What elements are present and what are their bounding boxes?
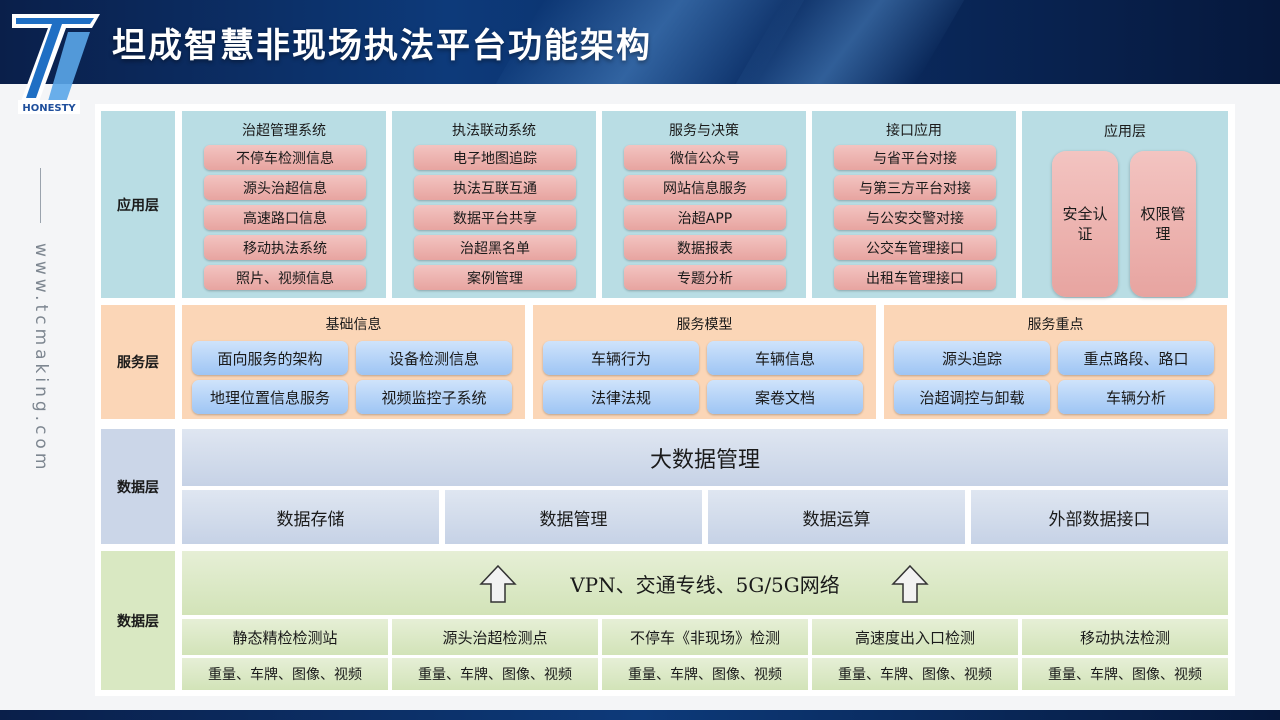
service-module-title: 基础信息 bbox=[325, 317, 382, 333]
app-module-item: 移动执法系统 bbox=[204, 235, 366, 260]
data-cell: 数据运算 bbox=[708, 490, 965, 544]
service-module-item: 设备检测信息 bbox=[356, 341, 512, 375]
network-layer-label: 数据层 bbox=[101, 551, 175, 690]
up-arrow-icon bbox=[891, 564, 929, 603]
app-module-title: 服务与决策 bbox=[669, 123, 739, 139]
header-bar: 坦成智慧非现场执法平台功能架构 bbox=[0, 0, 1280, 84]
security-module: 应用层 安全认证 权限管理 bbox=[1022, 111, 1228, 298]
app-module: 接口应用与省平台对接与第三方平台对接与公安交警对接公交车管理接口出租车管理接口 bbox=[812, 111, 1016, 298]
station-name: 不停车《非现场》检测 bbox=[602, 619, 808, 655]
website-url: www.tcmaking.com bbox=[31, 243, 51, 474]
app-module-item: 微信公众号 bbox=[624, 145, 786, 170]
app-module-item: 案例管理 bbox=[414, 265, 576, 290]
station-data-types: 重量、车牌、图像、视频 bbox=[1022, 658, 1228, 690]
app-module-item: 不停车检测信息 bbox=[204, 145, 366, 170]
service-module-title: 服务重点 bbox=[1027, 317, 1084, 333]
app-module: 服务与决策微信公众号网站信息服务治超APP 数据报表专题分析 bbox=[602, 111, 806, 298]
service-module-title: 服务模型 bbox=[676, 317, 733, 333]
station-data-types: 重量、车牌、图像、视频 bbox=[392, 658, 598, 690]
service-module: 基础信息面向服务的架构设备检测信息地理位置信息服务视频监控子系统 bbox=[182, 305, 525, 419]
page-title: 坦成智慧非现场执法平台功能架构 bbox=[112, 26, 652, 66]
app-module-item: 执法互联互通 bbox=[414, 175, 576, 200]
service-layer-label: 服务层 bbox=[101, 305, 175, 419]
station-name: 源头治超检测点 bbox=[392, 619, 598, 655]
app-module-title: 执法联动系统 bbox=[452, 123, 536, 139]
service-module-item: 法律法规 bbox=[543, 380, 699, 414]
app-module-item: 源头治超信息 bbox=[204, 175, 366, 200]
service-module-item: 面向服务的架构 bbox=[192, 341, 348, 375]
app-module-title: 接口应用 bbox=[886, 123, 942, 139]
data-cell: 数据管理 bbox=[445, 490, 702, 544]
station-data-types: 重量、车牌、图像、视频 bbox=[602, 658, 808, 690]
permission-mgmt-pill: 权限管理 bbox=[1130, 151, 1196, 297]
app-module-title: 治超管理系统 bbox=[242, 123, 326, 139]
app-module-item: 照片、视频信息 bbox=[204, 265, 366, 290]
app-module-item: 出租车管理接口 bbox=[834, 265, 996, 290]
service-module-item: 车辆分析 bbox=[1058, 380, 1214, 414]
app-module-item: 与公安交警对接 bbox=[834, 205, 996, 230]
service-module-item: 地理位置信息服务 bbox=[192, 380, 348, 414]
logo-wordmark: HONESTY bbox=[22, 103, 76, 114]
service-module-item: 车辆信息 bbox=[707, 341, 863, 375]
honesty-logo: HONESTY bbox=[12, 14, 100, 114]
app-module-item: 数据报表 bbox=[624, 235, 786, 260]
station-name: 高速度出入口检测 bbox=[812, 619, 1018, 655]
app-module-item: 电子地图追踪 bbox=[414, 145, 576, 170]
app-module: 执法联动系统电子地图追踪执法互联互通数据平台共享治超黑名单案例管理 bbox=[392, 111, 596, 298]
service-module-item: 案卷文档 bbox=[707, 380, 863, 414]
side-url: www.tcmaking.com bbox=[24, 168, 58, 474]
side-divider bbox=[40, 168, 41, 223]
app-module-item: 专题分析 bbox=[624, 265, 786, 290]
data-layer-label: 数据层 bbox=[101, 429, 175, 544]
footer-bar bbox=[0, 710, 1280, 720]
station-data-types: 重量、车牌、图像、视频 bbox=[812, 658, 1018, 690]
security-auth-pill: 安全认证 bbox=[1052, 151, 1118, 297]
station-data-types: 重量、车牌、图像、视频 bbox=[182, 658, 388, 690]
data-cell: 外部数据接口 bbox=[971, 490, 1228, 544]
service-module: 服务重点源头追踪重点路段、路口治超调控与卸载车辆分析 bbox=[884, 305, 1227, 419]
station-name: 移动执法检测 bbox=[1022, 619, 1228, 655]
service-module-item: 治超调控与卸载 bbox=[894, 380, 1050, 414]
app-module-item: 与省平台对接 bbox=[834, 145, 996, 170]
app-module: 治超管理系统不停车检测信息源头治超信息高速路口信息移动执法系统照片、视频信息 bbox=[182, 111, 386, 298]
service-module-item: 视频监控子系统 bbox=[356, 380, 512, 414]
network-title: VPN、交通专线、5G/5G网络 bbox=[182, 551, 1228, 615]
app-module-item: 治超APP bbox=[624, 205, 786, 230]
security-module-title: 应用层 bbox=[1104, 124, 1146, 140]
big-data-title: 大数据管理 bbox=[182, 429, 1228, 486]
up-arrow-icon bbox=[479, 564, 517, 603]
service-module-item: 车辆行为 bbox=[543, 341, 699, 375]
data-cell: 数据存储 bbox=[182, 490, 439, 544]
app-module-item: 治超黑名单 bbox=[414, 235, 576, 260]
app-layer-label: 应用层 bbox=[101, 111, 175, 298]
app-module-item: 高速路口信息 bbox=[204, 205, 366, 230]
app-module-item: 网站信息服务 bbox=[624, 175, 786, 200]
service-module-item: 重点路段、路口 bbox=[1058, 341, 1214, 375]
app-module-item: 与第三方平台对接 bbox=[834, 175, 996, 200]
station-name: 静态精检检测站 bbox=[182, 619, 388, 655]
service-module: 服务模型车辆行为车辆信息法律法规案卷文档 bbox=[533, 305, 876, 419]
app-module-item: 公交车管理接口 bbox=[834, 235, 996, 260]
service-module-item: 源头追踪 bbox=[894, 341, 1050, 375]
app-module-item: 数据平台共享 bbox=[414, 205, 576, 230]
